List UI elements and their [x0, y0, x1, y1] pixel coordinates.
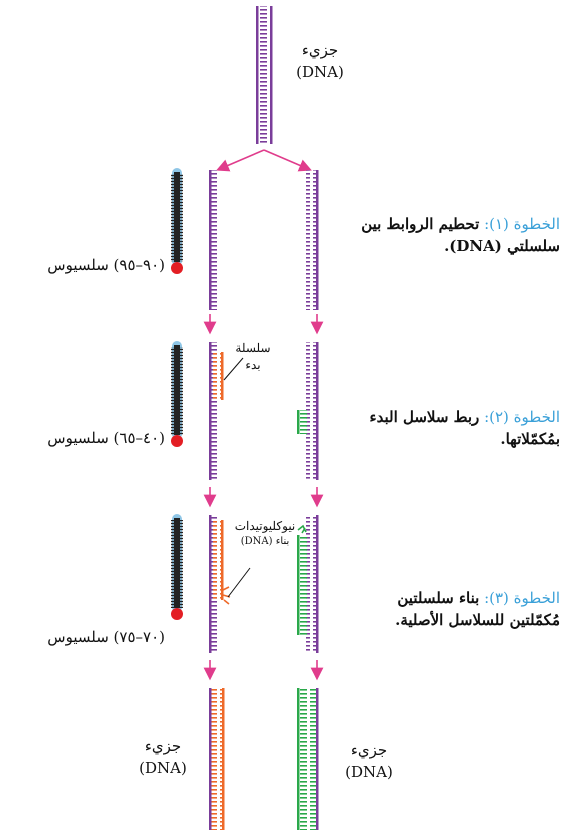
- step2-text-b: بمُكمّلاتها.: [500, 429, 560, 448]
- step2-caption: الخطوة (٢): ربط سلاسل البدء بمُكمّلاتها.: [330, 407, 560, 451]
- step1-caption: الخطوة (١): تحطيم الروابط بين سلسلتي (DN…: [330, 214, 560, 258]
- primer-label: سلسلة بدء: [235, 341, 271, 373]
- thermometer-2: [171, 341, 183, 447]
- step3-text-b: مُكمّلتين للسلاسل الأصلية.: [395, 610, 560, 629]
- step1-title: الخطوة (١):: [479, 215, 560, 233]
- primer-pointer-line: [223, 357, 244, 381]
- temp-label-2: (٤٠–٦٥) سلسيوس: [47, 429, 165, 447]
- final-dna-right: [297, 688, 319, 830]
- nucleotides-pointer-line: [227, 567, 251, 598]
- down-arrows-1: [203, 314, 324, 335]
- step3-caption: الخطوة (٣): بناء سلسلتين مُكمّلتين للسلا…: [325, 588, 560, 632]
- dna-top-label: جزيء (DNA): [296, 41, 344, 81]
- step2-text-a: ربط سلاسل البدء: [369, 408, 480, 426]
- final-dna-left-label: جزيء (DNA): [139, 737, 187, 777]
- step1-text-b: سلسلتي (DNA).: [444, 236, 560, 255]
- nucleotides-label: نيوكليوتيدات بناء (DNA): [234, 519, 296, 548]
- step2-primer-green: [297, 410, 308, 434]
- final-dna-left: [209, 688, 225, 830]
- down-arrows-3: [203, 660, 324, 681]
- split-arrows: [216, 149, 312, 172]
- step3-text-a: بناء سلسلتين: [397, 589, 480, 607]
- step1-strand-right: [306, 170, 319, 310]
- step3-new-orange: [213, 520, 231, 605]
- step1-text-a: تحطيم الروابط بين: [361, 215, 480, 233]
- thermometer-1: [171, 168, 183, 274]
- temp-label-1: (٩٠–٩٥) سلسيوس: [47, 256, 165, 274]
- step2-strand-left: [209, 342, 220, 480]
- step3-strand-right: [306, 515, 319, 653]
- step2-primer-orange: [213, 352, 224, 400]
- step2-title: الخطوة (٢):: [479, 408, 560, 426]
- step1-strand-left: [209, 170, 220, 310]
- down-arrows-2: [203, 487, 324, 508]
- step2-strand-right: [306, 342, 319, 480]
- temp-label-3: (٧٠–٧٥) سلسيوس: [47, 628, 165, 646]
- step3-title: الخطوة (٣):: [479, 589, 560, 607]
- thermometer-3: [171, 514, 183, 620]
- final-dna-right-label: جزيء (DNA): [345, 741, 393, 781]
- step3-new-green: [297, 524, 308, 635]
- dna-top-double-strand: [256, 6, 273, 144]
